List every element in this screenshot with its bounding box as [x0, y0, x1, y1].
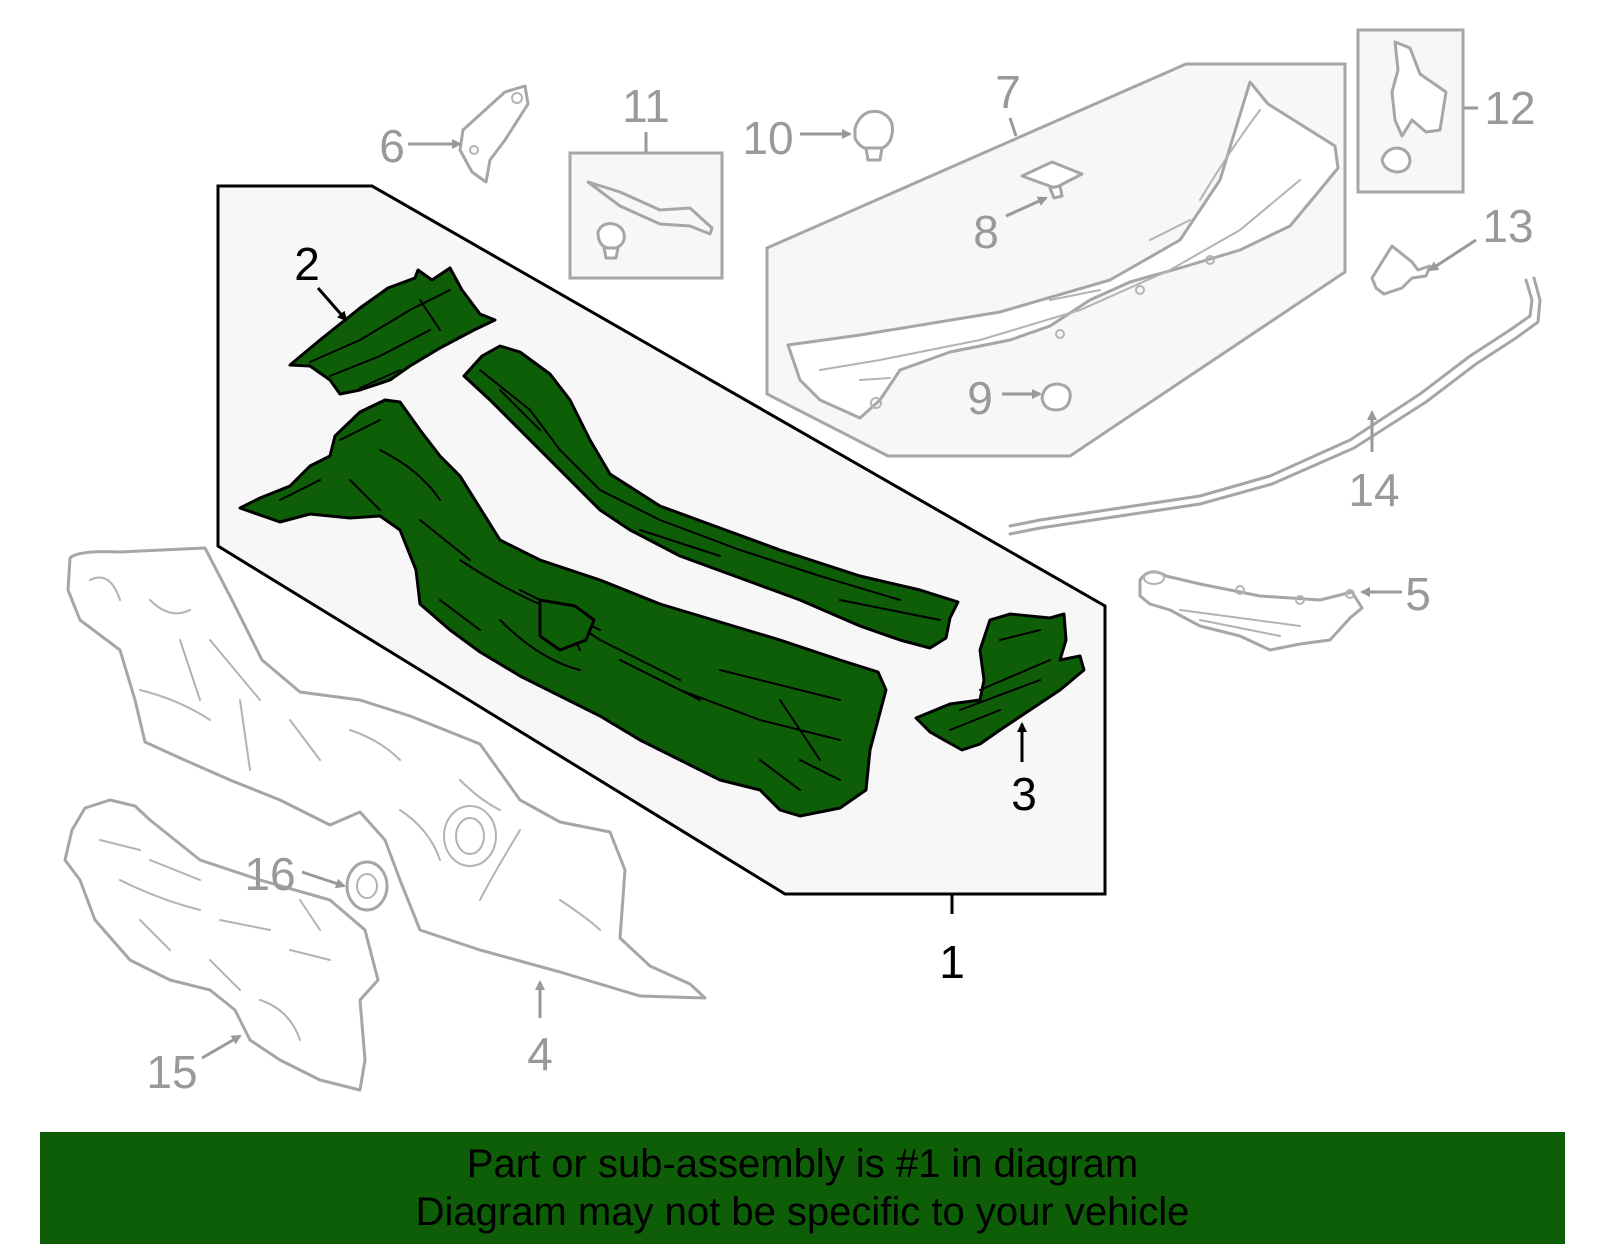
- part-5-brace: [1138, 570, 1364, 652]
- callout-8: 8: [973, 206, 999, 258]
- callout-14: 14: [1348, 464, 1399, 516]
- callout-9: 9: [967, 372, 993, 424]
- part-9-clip: [1040, 382, 1072, 412]
- callout-7: 7: [995, 66, 1021, 118]
- callout-1: 1: [939, 936, 965, 988]
- leader-8: [1005, 196, 1048, 218]
- callout-12: 12: [1484, 82, 1535, 134]
- leader-13: [1428, 238, 1477, 272]
- part-4-dash-panel: [66, 546, 707, 1000]
- part-12-cover-and-clip: [1380, 40, 1448, 174]
- part-14-seal-strip: [1008, 276, 1542, 536]
- part-2-highlighted: [288, 266, 497, 396]
- callout-16: 16: [244, 848, 295, 900]
- callout-10: 10: [742, 112, 793, 164]
- part-7-cowl-top: [786, 80, 1340, 420]
- callout-4: 4: [527, 1028, 553, 1080]
- part-10-clip: [853, 109, 894, 162]
- callout-5: 5: [1405, 568, 1431, 620]
- part-1-cowl-strip-highlighted: [462, 344, 960, 650]
- callout-13: 13: [1482, 200, 1533, 252]
- part-13-bracket: [1370, 244, 1432, 296]
- leader-2: [316, 287, 348, 322]
- leader-7: [1008, 117, 1018, 137]
- info-banner: Part or sub-assembly is #1 in diagram Di…: [40, 1132, 1565, 1244]
- part-6-bracket: [458, 84, 530, 184]
- callout-2: 2: [294, 238, 320, 290]
- part-3-highlighted: [914, 612, 1086, 752]
- callout-6: 6: [379, 120, 405, 172]
- part-11-seal-and-clip: [586, 180, 714, 260]
- leader-15: [201, 1034, 242, 1060]
- callout-11: 11: [622, 80, 670, 132]
- leader-16: [301, 870, 346, 889]
- part-8-pad: [1020, 160, 1084, 200]
- callout-3: 3: [1011, 768, 1037, 820]
- banner-line-disclaimer: Diagram may not be specific to your vehi…: [415, 1190, 1190, 1234]
- part-15-insulator: [63, 798, 380, 1092]
- banner-line-assembly: Part or sub-assembly is #1 in diagram: [466, 1142, 1139, 1186]
- callout-15: 15: [146, 1046, 197, 1098]
- part-16-grommet: [345, 860, 389, 912]
- part-1-cowl-panel-highlighted: [238, 398, 888, 818]
